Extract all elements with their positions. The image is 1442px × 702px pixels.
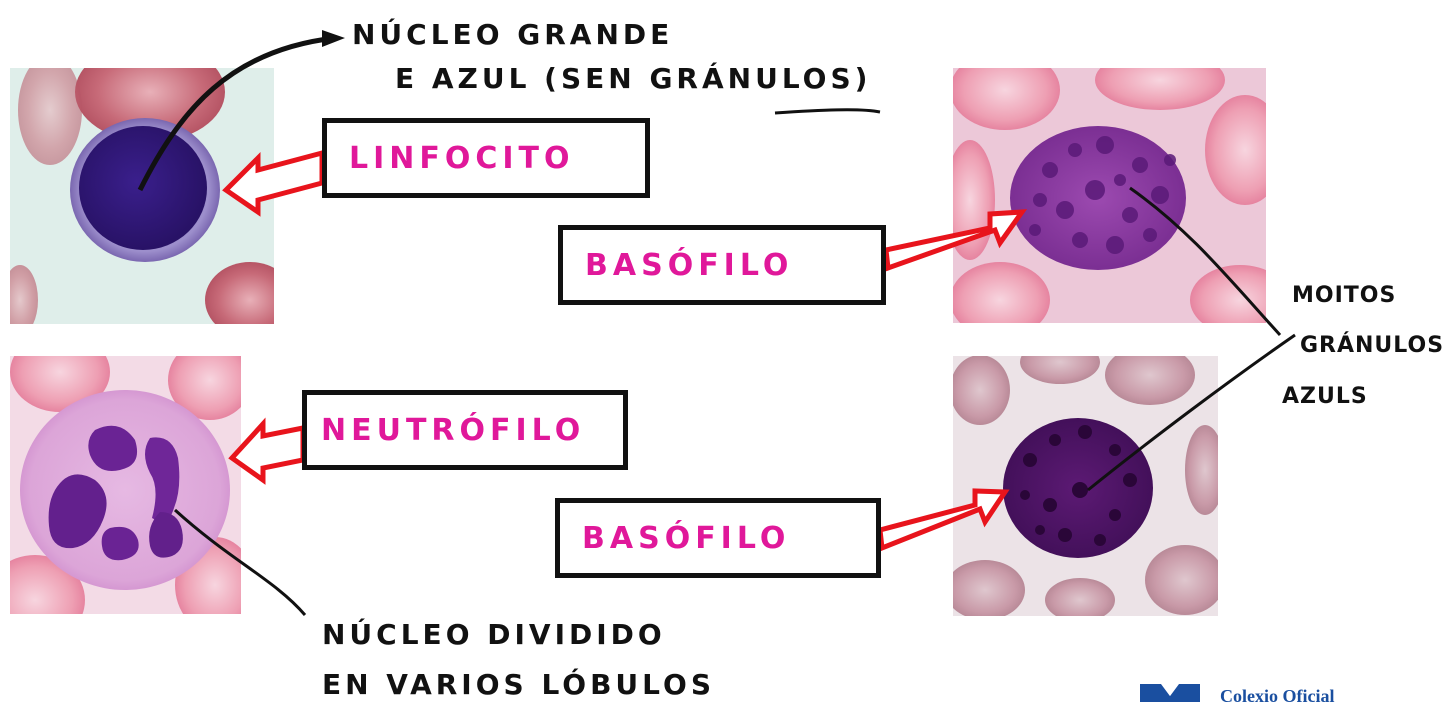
basophil-top-micrograph — [953, 68, 1266, 323]
arrow-to-basophil-bottom — [877, 488, 1010, 552]
arrow-to-basophil-top — [883, 209, 1028, 272]
pointer-line-basophil-bottom — [1087, 333, 1296, 492]
label-basophil-bottom: BASÓFILO — [582, 520, 791, 556]
neutrophil-note-line1: NÚCLEO DIVIDIDO — [322, 618, 666, 651]
college-logo: Colexio Oficial — [1140, 684, 1442, 702]
label-box-basophil-top: BASÓFILO — [558, 225, 886, 305]
label-lymphocyte: LINFOCITO — [349, 140, 575, 176]
basophil-note-line1: MOITOS — [1292, 283, 1397, 308]
lymphocyte-note-line1: NÚCLEO GRANDE — [352, 18, 674, 51]
basophil-note-line2: GRÁNULOS — [1300, 333, 1442, 358]
pointer-arrowhead — [322, 30, 345, 47]
arrow-to-neutrophil — [228, 417, 306, 485]
pointer-line-lymphocyte — [137, 35, 336, 192]
label-box-lymphocyte: LINFOCITO — [322, 118, 650, 198]
label-neutrophil: NEUTRÓFILO — [321, 412, 586, 448]
basophil-note-line3: AZULS — [1282, 384, 1368, 409]
label-box-basophil-bottom: BASÓFILO — [555, 498, 881, 578]
lymphocyte-note-line2: E AZUL (SEN GRÁNULOS) — [395, 62, 872, 95]
label-box-neutrophil: NEUTRÓFILO — [302, 390, 628, 470]
lymphocyte-micrograph — [10, 68, 274, 324]
arrow-to-lymphocyte — [222, 149, 325, 217]
neutrophil-note-line2: EN VARIOS LÓBULOS — [322, 668, 715, 701]
neutrophil-micrograph — [10, 356, 241, 614]
pointer-line-neutrophil — [173, 508, 307, 616]
pointer-line-basophil-top — [1129, 186, 1282, 337]
logo-mark-icon — [1140, 684, 1200, 702]
basophil-bottom-micrograph — [953, 356, 1218, 616]
logo-text: Colexio Oficial — [1220, 686, 1335, 702]
underline-stroke — [774, 108, 881, 115]
label-basophil-top: BASÓFILO — [585, 247, 794, 283]
